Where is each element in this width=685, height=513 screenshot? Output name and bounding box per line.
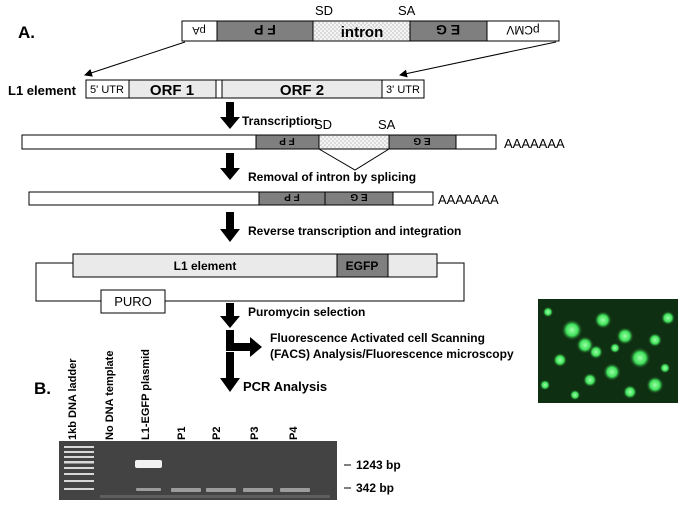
- fluorescent-cell: [569, 389, 581, 401]
- fluorescent-cell: [646, 376, 664, 394]
- fluorescent-cell: [616, 327, 634, 345]
- cassette-eg-label: E G: [436, 22, 460, 38]
- size-marker-1243: 1243 bp: [356, 458, 401, 472]
- step-facs-line1: Fluorescence Activated cell Scanning: [270, 331, 485, 345]
- insertion-arrow-left: [84, 41, 186, 77]
- fluorescent-cell: [561, 319, 583, 341]
- lane-label-p1: P1: [176, 427, 188, 440]
- integrated-egfp-label: EGFP: [346, 259, 379, 273]
- step-arrow-puromycin: [220, 303, 240, 328]
- branch-arrow-facs: [226, 330, 262, 357]
- cassette-pcmv-box: [486, 20, 560, 42]
- gel-image: [59, 441, 337, 500]
- fluorescent-cell: [552, 352, 568, 368]
- transcript-eg-exon: [388, 134, 457, 150]
- transcript-sd-label: SD: [314, 117, 332, 132]
- integrated-construct: L1 element EGFP PURO: [35, 253, 465, 314]
- transcript-polya: AAAAAAA: [504, 136, 565, 151]
- integrated-l1-label: L1 element: [174, 259, 237, 273]
- cassette-sa-label: SA: [398, 3, 416, 18]
- fluorescent-cell: [539, 379, 551, 391]
- fluorescent-cell: [622, 384, 638, 400]
- transcript-intron: [318, 134, 390, 150]
- transcript-fp-label: F P: [279, 135, 295, 146]
- cassette-intron-label: intron: [341, 24, 384, 41]
- cassette-sd-label: SD: [315, 3, 333, 18]
- lane-label-p4: P4: [288, 426, 300, 440]
- l1-element: L1 element 5' UTR ORF 1 ORF 2 3' UTR: [8, 79, 425, 99]
- gel-lane-labels: 1kb DNA ladder No DNA template L1-EGFP p…: [67, 349, 300, 440]
- ladder-bands: [64, 446, 94, 490]
- spliced-polya: AAAAAAA: [438, 192, 499, 207]
- step-pcr-label: PCR Analysis: [243, 379, 327, 394]
- transcript-sa-label: SA: [378, 117, 396, 132]
- l1-linker: [215, 79, 223, 99]
- cassette-fp-label: F P: [254, 22, 276, 38]
- cassette-pa-label: pA: [192, 24, 206, 36]
- fluorescent-cell: [647, 332, 663, 348]
- bands-342: [136, 488, 310, 492]
- fluorescent-cell: [594, 311, 612, 329]
- fluorescence-micrograph: [538, 299, 678, 403]
- splice-junction: [318, 148, 390, 171]
- step-transcription-label: Transcription: [242, 114, 318, 128]
- transcript: SD SA F P E G AAAAAAA: [21, 117, 565, 171]
- integrated-tail: [387, 253, 438, 278]
- fluorescent-cell: [629, 347, 651, 369]
- panel-a-label: A.: [18, 23, 35, 42]
- fluorescent-cell: [582, 372, 598, 388]
- step-facs-line2: (FACS) Analysis/Fluorescence microscopy: [270, 347, 514, 361]
- l1-3utr-label: 3' UTR: [386, 84, 420, 96]
- fluorescent-cell: [609, 342, 621, 354]
- step-reverse-label: Reverse transcription and integration: [248, 224, 461, 238]
- lane-label-plasmid: L1-EGFP plasmid: [140, 349, 152, 440]
- spliced-fp-label: F P: [284, 191, 300, 202]
- lane-label-ladder: 1kb DNA ladder: [67, 358, 79, 440]
- l1-row-label: L1 element: [8, 83, 77, 98]
- fluorescent-cell: [588, 344, 604, 360]
- fluorescent-cell: [542, 306, 554, 318]
- transcript-eg-label: E G: [413, 135, 430, 146]
- integrated-puro-label: PURO: [114, 294, 152, 309]
- integrated-loop: [35, 262, 465, 302]
- l1-3utr: [381, 79, 425, 99]
- step-arrow-splicing: [220, 153, 240, 180]
- lane-label-no-template: No DNA template: [104, 351, 116, 440]
- step-splicing-label: Removal of intron by splicing: [248, 170, 416, 184]
- spliced-eg-label: E G: [350, 191, 367, 202]
- step-puromycin-label: Puromycin selection: [248, 305, 365, 319]
- size-marker-342: 342 bp: [356, 481, 394, 495]
- micrograph-cells: [539, 306, 676, 401]
- fluorescent-cell: [659, 362, 671, 374]
- fluorescent-cell: [603, 363, 621, 381]
- insertion-arrow-right: [399, 41, 557, 78]
- step-arrow-transcription: [220, 102, 240, 129]
- step-arrow-pcr: [220, 352, 240, 392]
- gel-size-markers: 1243 bp 342 bp: [344, 458, 401, 495]
- lane-label-p2: P2: [211, 427, 223, 440]
- step-arrow-reverse-transcription: [220, 212, 240, 242]
- egfp-cassette: SD SA pA F P intron E G pCMV: [181, 3, 560, 42]
- spliced-transcript: F P E G AAAAAAA: [28, 191, 499, 207]
- fluorescent-cell: [660, 310, 676, 326]
- l1-orf1-label: ORF 1: [150, 82, 194, 99]
- l1-5utr-label: 5' UTR: [90, 84, 124, 96]
- lane-label-p3: P3: [249, 427, 261, 440]
- l1-orf2-label: ORF 2: [280, 82, 324, 99]
- band-plasmid-1243: [135, 460, 162, 468]
- spliced-eg-exon: [324, 191, 394, 206]
- integrated-puro: [100, 289, 166, 314]
- cassette-pcmv-label: pCMV: [506, 23, 539, 37]
- panel-b-label: B.: [34, 379, 51, 398]
